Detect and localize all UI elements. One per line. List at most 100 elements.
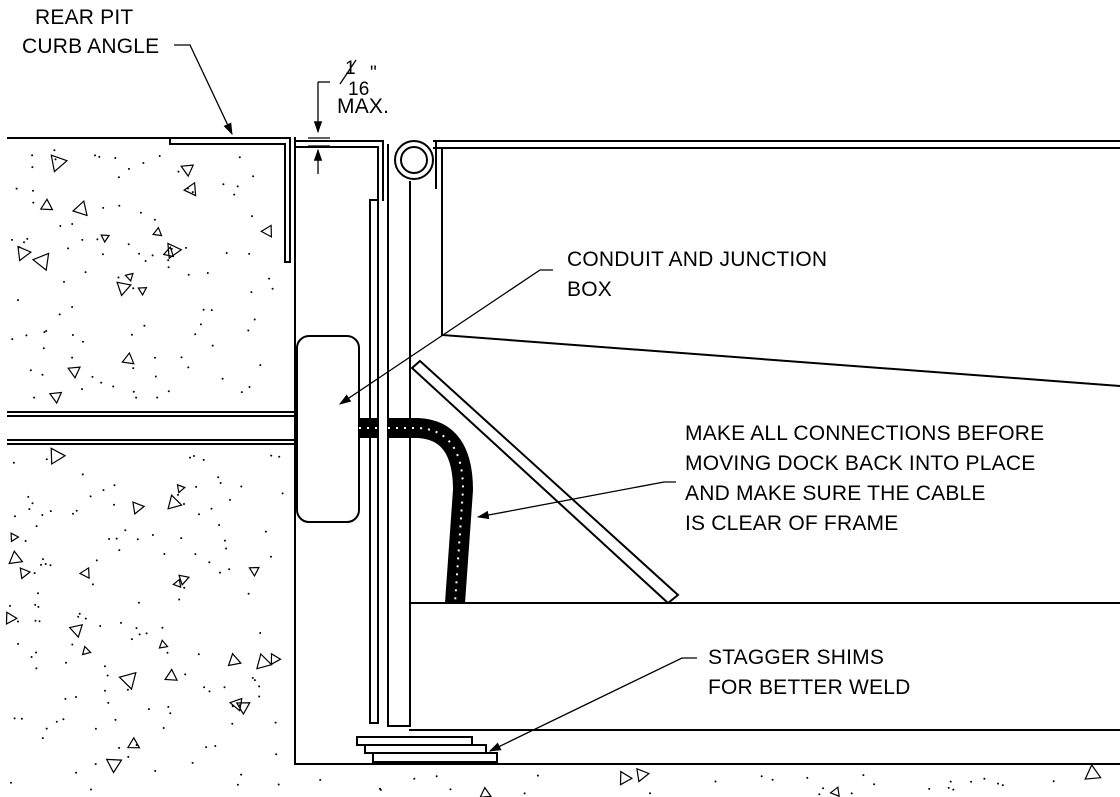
aggregate-dot — [205, 746, 208, 749]
aggregate-dot — [210, 309, 213, 312]
aggregate-stone — [10, 532, 20, 543]
aggregate-dot — [523, 792, 526, 795]
aggregate-dot — [231, 705, 234, 708]
svg-text:MAKE ALL CONNECTIONS BEFORE: MAKE ALL CONNECTIONS BEFORE — [685, 422, 1044, 445]
aggregate-dot — [219, 482, 222, 484]
aggregate-dot — [82, 340, 84, 343]
aggregate-dot — [154, 769, 157, 772]
aggregate-dot — [30, 656, 33, 658]
aggregate-dot — [10, 238, 13, 241]
svg-text:FOR BETTER WELD: FOR BETTER WELD — [708, 676, 911, 699]
aggregate-dot — [228, 568, 231, 571]
aggregate-dot — [113, 484, 116, 487]
svg-text:AND MAKE SURE THE CABLE: AND MAKE SURE THE CABLE — [685, 482, 986, 505]
svg-text:": " — [370, 63, 377, 84]
aggregate-dot — [177, 493, 179, 496]
aggregate-dot — [197, 653, 200, 656]
aggregate-dot — [187, 366, 190, 369]
aggregate-dot — [24, 540, 27, 542]
aggregate-dot — [118, 204, 121, 207]
aggregate-dot — [158, 155, 161, 157]
aggregate-stone — [68, 623, 84, 639]
aggregate-dot — [33, 572, 36, 575]
aggregate-dot — [108, 538, 111, 540]
aggregate-dot — [135, 396, 138, 399]
aggregate-dot — [163, 553, 166, 555]
aggregate-dot — [240, 485, 243, 488]
aggregate-dot — [449, 788, 452, 791]
aggregate-dot — [225, 252, 228, 254]
aggregate-dot — [43, 331, 46, 334]
aggregate-stone — [132, 501, 146, 516]
aggregate-dot — [10, 781, 12, 784]
aggregate-dot — [114, 718, 117, 721]
aggregate-dot — [41, 373, 44, 376]
rear-pit-curb-angle — [169, 137, 384, 263]
aggregate-dot — [233, 193, 236, 196]
aggregate-dot — [194, 553, 197, 556]
aggregate-dot — [185, 246, 188, 249]
aggregate-dot — [115, 537, 118, 540]
aggregate-dot — [49, 510, 52, 513]
aggregate-dot — [251, 677, 254, 679]
aggregate-dot — [72, 512, 74, 515]
aggregate-dot — [259, 632, 262, 634]
aggregate-dot — [210, 507, 213, 510]
aggregate-stone — [180, 164, 195, 178]
label-conduit-junction-box: CONDUIT AND JUNCTION BOX — [567, 248, 827, 301]
aggregate-dot — [71, 306, 74, 308]
aggregate-dot — [649, 792, 651, 795]
aggregate-stone — [636, 767, 651, 783]
aggregate-dot — [947, 786, 950, 789]
aggregate-dot — [162, 727, 165, 729]
junction-box — [296, 335, 360, 523]
aggregate-dot — [84, 271, 87, 274]
aggregate-dot — [435, 775, 438, 778]
aggregate-dot — [193, 455, 195, 457]
aggregate-dot — [873, 783, 876, 786]
aggregate-dot — [49, 564, 52, 567]
gap-dimension — [308, 81, 330, 174]
label-gap-max: 1 16 " MAX. — [337, 58, 389, 118]
aggregate-stone — [151, 226, 163, 237]
aggregate-dot — [32, 201, 35, 204]
aggregate-stone — [260, 224, 273, 238]
aggregate-dot — [822, 787, 825, 790]
aggregate-dot — [45, 458, 48, 461]
aggregate-dot — [151, 534, 154, 536]
hinge — [394, 140, 434, 180]
aggregate-dot — [29, 369, 32, 372]
aggregate-dot — [102, 489, 105, 492]
aggregate-dot — [238, 704, 241, 707]
aggregate-stone — [176, 483, 186, 494]
aggregate-dot — [28, 508, 31, 511]
aggregate-dot — [45, 727, 48, 730]
aggregate-dot — [183, 586, 186, 589]
aggregate-dot — [117, 176, 120, 179]
aggregate-dot — [186, 187, 189, 190]
aggregate-dot — [191, 761, 194, 764]
aggregate-dot — [81, 473, 84, 476]
aggregate-dot — [208, 561, 211, 564]
aggregate-dot — [259, 364, 262, 367]
aggregate-dot — [219, 571, 221, 574]
aggregate-dot — [225, 547, 228, 550]
aggregate-dot — [91, 375, 94, 378]
aggregate-dot — [536, 774, 539, 777]
aggregate-dot — [71, 334, 74, 336]
aggregate-stone — [8, 550, 24, 565]
aggregate-stone — [167, 494, 183, 510]
aggregate-stone — [619, 770, 634, 786]
aggregate-dot — [247, 592, 250, 595]
aggregate-stone — [116, 281, 132, 297]
aggregate-dot — [274, 721, 277, 724]
aggregate-dot — [35, 525, 38, 528]
aggregate-dot — [136, 538, 139, 541]
aggregate-dot — [167, 705, 170, 708]
aggregate-dot — [17, 620, 19, 623]
aggregate-dot — [26, 237, 29, 240]
aggregate-dot — [161, 626, 164, 629]
aggregate-dot — [264, 530, 267, 533]
aggregate-dot — [240, 391, 243, 394]
